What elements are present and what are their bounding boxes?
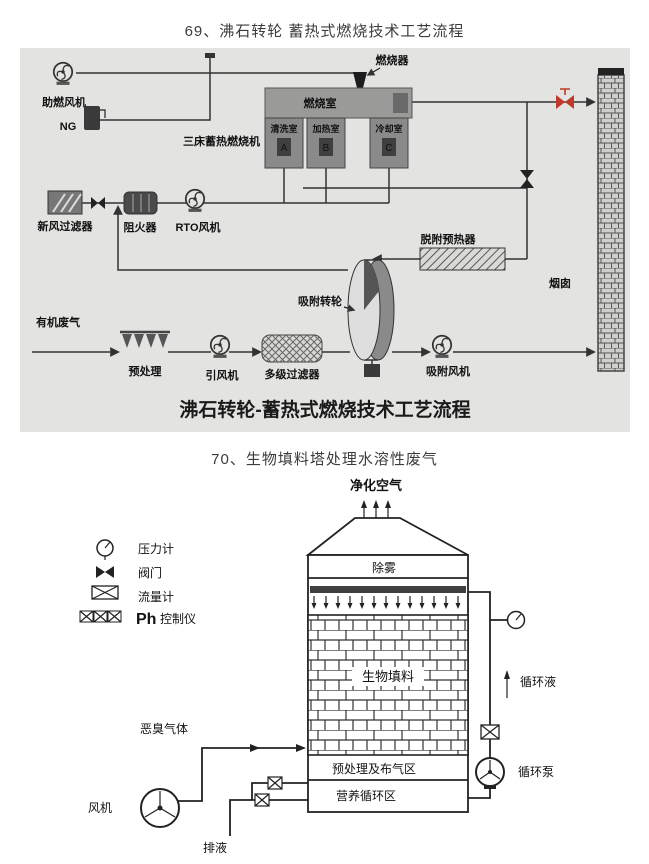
spray-arrows (311, 596, 461, 609)
fresh-air-filter-icon (47, 190, 83, 215)
demister-label: 除雾 (372, 560, 396, 575)
legend-pressure-gauge-icon (96, 539, 114, 560)
three-bed-unit-label: 三床蓄热燃烧机 (183, 134, 260, 148)
drain-pipes (229, 776, 308, 836)
section-70-heading: 70、生物填料塔处理水溶性废气 (211, 451, 438, 468)
multistage-filter-icon (261, 334, 323, 363)
inlet-duct (176, 744, 306, 802)
flame-arrester-label: 阻火器 (124, 220, 158, 234)
purified-air-label: 净化空气 (350, 478, 402, 493)
bio-packed-tower-diagram: 净化空气 除雾 生物填料 预处理及布气区 营养循环区 压力计 阀门 流量计 (52, 470, 597, 864)
circulation-pipes (468, 591, 508, 799)
induced-draft-fan-label: 引风机 (206, 368, 239, 382)
room-b-letter: B (323, 143, 330, 154)
circulating-liquid-label: 循环液 (520, 674, 556, 689)
inlet-valve-icon (91, 197, 105, 209)
desorption-preheater-icon (419, 247, 506, 271)
combustion-chamber-label: 燃烧室 (303, 96, 337, 110)
pretreatment-icon (120, 330, 170, 348)
burner-label: 燃烧器 (375, 53, 410, 67)
bed-a (264, 117, 304, 169)
bio-tower-svg: 净化空气 除雾 生物填料 预处理及布气区 营养循环区 压力计 阀门 流量计 (79, 478, 556, 855)
chimney-label: 烟囱 (549, 276, 571, 290)
ng-dispenser-icon (84, 106, 106, 130)
pretreatment-label: 预处理 (129, 364, 162, 378)
legend-valve-icon (96, 566, 114, 578)
burner-pointer (366, 67, 381, 76)
aux-fan-icon (52, 61, 74, 86)
desorption-preheater-label: 脱附预热器 (421, 232, 477, 246)
circulating-pump-label: 循环泵 (518, 765, 554, 779)
legend-ph-prefix: Ph (136, 611, 156, 628)
bio-packing-label-bg (352, 667, 424, 686)
room-c-letter: C (385, 143, 392, 154)
vent-mark (205, 53, 215, 58)
zeolite-rotor-svg: 燃烧器 助燃风机 NG 燃烧室 清洗室 A 加热室 B 冷却室 C 三床蓄热燃烧… (32, 53, 625, 421)
multistage-filter-label: 多级过滤器 (265, 367, 321, 381)
pretreat-gas-zone-label: 预处理及布气区 (332, 761, 416, 776)
rotor-pointer (343, 304, 356, 312)
fan-icon (140, 788, 180, 828)
drain-label: 排液 (203, 840, 227, 855)
flame-arrester-icon (123, 191, 158, 215)
process-pipes (32, 56, 596, 364)
zeolite-rotor-process-diagram: 燃烧器 助燃风机 NG 燃烧室 清洗室 A 加热室 B 冷却室 C 三床蓄热燃烧… (20, 48, 630, 432)
rto-fan-icon (184, 188, 206, 213)
fresh-air-filter-label: 新风过滤器 (38, 219, 94, 233)
cool-room-label: 冷却室 (375, 123, 402, 134)
legend-ph-icon (79, 610, 122, 623)
adsorption-fan-label: 吸附风机 (426, 364, 470, 378)
spray-header (310, 586, 466, 593)
heat-room-label: 加热室 (311, 123, 339, 134)
wash-room-label: 清洗室 (270, 123, 297, 134)
aux-fan-label: 助燃风机 (42, 95, 86, 109)
pressure-gauge-icon (506, 610, 526, 630)
adsorption-fan-icon (431, 334, 453, 359)
adsorption-rotor-label: 吸附转轮 (298, 294, 342, 308)
legend-pressure-gauge-label: 压力计 (138, 542, 174, 556)
odor-gas-label: 恶臭气体 (140, 721, 188, 736)
flow-meter-icon (480, 724, 500, 740)
legend-flow-meter-label: 流量计 (138, 590, 174, 604)
legend-ph-suffix: 控制仪 (160, 612, 196, 626)
legend-flow-meter-icon (91, 585, 119, 600)
bed-b (306, 117, 346, 169)
adsorption-rotor-icon (347, 259, 395, 377)
purified-air-arrows (361, 500, 391, 518)
nutrient-zone-label: 营养循环区 (336, 788, 396, 803)
combustion-chamber (264, 87, 413, 119)
chimney-icon (597, 68, 625, 372)
circulating-pump-icon (475, 757, 505, 789)
legend-valve-label: 阀门 (138, 565, 162, 580)
bed-c (369, 117, 409, 169)
chimney-valve-icon (556, 88, 574, 109)
bio-packing-label: 生物填料 (362, 669, 414, 684)
induced-draft-fan-icon (209, 334, 231, 359)
rto-fan-label: RTO风机 (175, 220, 220, 234)
bypass-valve-icon (520, 170, 534, 188)
circulating-liquid-arrow (504, 670, 510, 698)
room-a-letter: A (281, 143, 288, 154)
diagram-caption: 沸石转轮-蓄热式燃烧技术工艺流程 (179, 398, 470, 421)
burner-icon (353, 72, 367, 88)
ng-label: NG (60, 121, 77, 133)
organic-waste-gas-label: 有机废气 (36, 315, 80, 329)
fan-label: 风机 (88, 801, 112, 815)
section-69-heading: 69、沸石转轮 蓄热式燃烧技术工艺流程 (184, 23, 465, 40)
